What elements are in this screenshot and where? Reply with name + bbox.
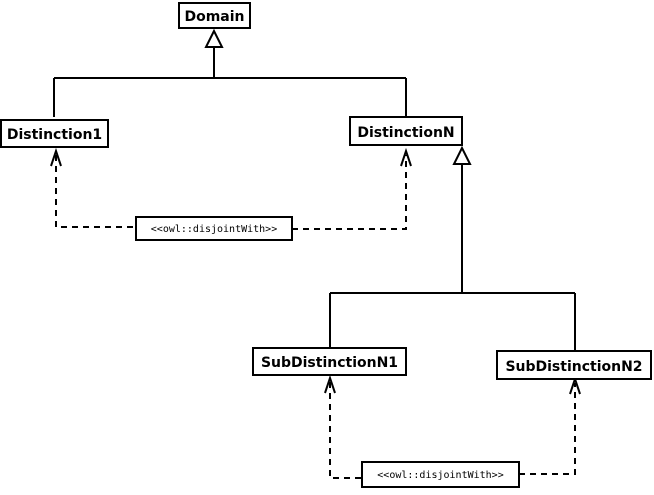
disjoint-label-top-text: <<owl::disjointWith>> [151, 224, 277, 235]
disjoint-dependency-top [50, 147, 412, 230]
generalization-to-distinctionN [329, 145, 576, 351]
open-arrowhead [400, 147, 412, 167]
class-subDistinctionN2[interactable]: SubDistinctionN2 [496, 350, 652, 380]
generalization-arrowhead [204, 28, 224, 48]
class-subDistinctionN1-label: SubDistinctionN1 [261, 355, 398, 371]
class-subDistinctionN2-label: SubDistinctionN2 [505, 359, 642, 375]
disjoint-label-top[interactable]: <<owl::disjointWith>> [135, 216, 293, 241]
class-distinctionN-label: DistinctionN [357, 125, 454, 141]
class-distinction1-label: Distinction1 [7, 127, 102, 143]
open-arrowhead [324, 374, 336, 394]
class-distinction1[interactable]: Distinction1 [0, 119, 109, 148]
class-domain[interactable]: Domain [178, 2, 251, 29]
disjoint-label-bottom-text: <<owl::disjointWith>> [377, 470, 503, 481]
disjoint-label-bottom[interactable]: <<owl::disjointWith>> [361, 461, 520, 488]
class-subDistinctionN1[interactable]: SubDistinctionN1 [252, 347, 407, 376]
class-distinctionN[interactable]: DistinctionN [349, 116, 463, 146]
class-domain-label: Domain [184, 9, 244, 25]
open-arrowhead [50, 147, 62, 167]
generalization-arrowhead [452, 145, 472, 165]
generalization-to-domain [53, 28, 407, 117]
